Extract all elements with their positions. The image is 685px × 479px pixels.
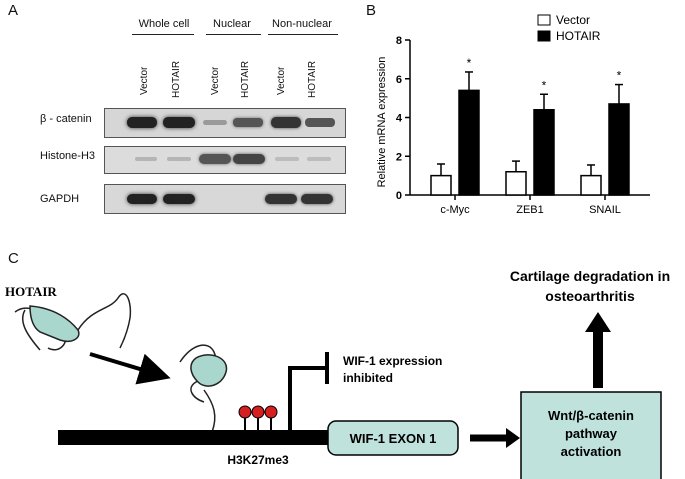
h3k27me3-label: H3K27me3: [227, 453, 289, 467]
blot-strip-beta-catenin: [104, 108, 346, 138]
significance-star: *: [467, 56, 472, 70]
h3k27me3-marks: [238, 405, 278, 430]
lane-label: HOTAIR: [307, 60, 318, 98]
band: [301, 194, 333, 204]
lane-label: Vector: [276, 66, 287, 95]
bar-vector: [580, 174, 602, 196]
up-arrow-head: [585, 312, 611, 332]
mechanism-diagram: HOTAIR H3K27me3 WIF-1 expression inhibit…: [5, 268, 670, 479]
hotair-rna-bound-icon: [179, 344, 228, 433]
pathway-text-1: Wnt/β-catenin: [548, 408, 634, 423]
panel-c-label: C: [8, 250, 19, 267]
x-tick-label: SNAIL: [589, 204, 621, 216]
blot-group-nuclear: Nuclear: [213, 18, 251, 30]
panel-b-label: B: [366, 2, 377, 19]
legend-label-vector: Vector: [556, 13, 590, 27]
bar-vector: [505, 171, 527, 196]
outcome-text-1: Cartilage degradation in: [510, 268, 670, 284]
band: [307, 157, 331, 161]
blot-strip-gapdh: [104, 184, 346, 214]
blot-row-label-beta-catenin: β - catenin: [40, 113, 92, 125]
band: [203, 120, 227, 125]
band: [163, 117, 195, 128]
lane-label: Vector: [210, 66, 221, 95]
legend-swatch-vector: [537, 14, 551, 26]
lane-label: Vector: [139, 66, 150, 95]
up-arrow-shaft: [593, 330, 603, 388]
blot-row-label-gapdh: GAPDH: [40, 193, 80, 205]
band: [127, 117, 157, 128]
exon-to-pathway-arrowhead: [506, 428, 520, 448]
wif1-exon-box: [327, 420, 459, 456]
blot-row-label-histone-h3: Histone-H3: [40, 150, 96, 162]
y-tick-label: 8: [396, 35, 402, 47]
hotair-label: HOTAIR: [5, 284, 57, 299]
significance-star: *: [542, 78, 547, 92]
y-axis-label: Relative mRNA expression: [376, 57, 388, 188]
blot-group-line: [132, 34, 194, 35]
pathway-text-2: pathway: [565, 426, 618, 441]
blot-group-non-nuclear: Non-nuclear: [272, 18, 332, 30]
wif-inhibited-text-1: WIF-1 expression: [343, 354, 442, 368]
inhibition-line: [288, 366, 326, 430]
blot-strip-histone-h3: [104, 146, 346, 174]
binding-arrow: [89, 352, 171, 385]
band: [199, 154, 231, 164]
band: [135, 157, 157, 161]
blot-group-line: [206, 34, 261, 35]
pathway-box: [520, 391, 662, 479]
legend-swatch-hotair: [537, 30, 551, 42]
blot-group-whole-cell: Whole cell: [138, 18, 190, 30]
y-tick-label: 0: [396, 190, 402, 202]
dna-strand: [58, 430, 338, 445]
wif1-exon-label: WIF-1 EXON 1: [350, 431, 437, 446]
band: [233, 118, 263, 127]
x-tick-label: ZEB1: [516, 204, 544, 216]
pathway-text-3: activation: [561, 444, 622, 459]
y-tick-label: 6: [396, 74, 402, 86]
band: [127, 194, 157, 204]
legend-label-hotair: HOTAIR: [556, 29, 601, 43]
bar-vector: [430, 174, 452, 196]
band: [265, 194, 297, 204]
lane-label: HOTAIR: [171, 60, 182, 98]
band: [167, 157, 191, 161]
bar-hotair: [533, 109, 555, 196]
blot-group-line: [268, 34, 338, 35]
lane-label: HOTAIR: [240, 60, 251, 98]
band: [163, 194, 195, 204]
band: [233, 154, 265, 164]
band: [275, 157, 299, 161]
significance-star: *: [617, 69, 622, 83]
bar-chart: Relative mRNA expression 0 2 4 6 8 c-Myc ZEB1 S…: [376, 13, 650, 216]
y-tick-label: 4: [396, 113, 403, 125]
x-tick-label: c-Myc: [440, 204, 470, 216]
bar-hotair: [458, 89, 480, 196]
hotair-rna-icon: [14, 293, 132, 351]
wif-inhibited-text-2: inhibited: [343, 371, 393, 385]
outcome-text-2: osteoarthritis: [545, 288, 635, 304]
panel-a-label: A: [8, 2, 19, 19]
band: [305, 118, 335, 127]
bar-hotair: [608, 103, 630, 196]
band: [271, 117, 301, 128]
chart-bars: * * *: [430, 56, 630, 196]
y-tick-label: 2: [396, 151, 402, 163]
